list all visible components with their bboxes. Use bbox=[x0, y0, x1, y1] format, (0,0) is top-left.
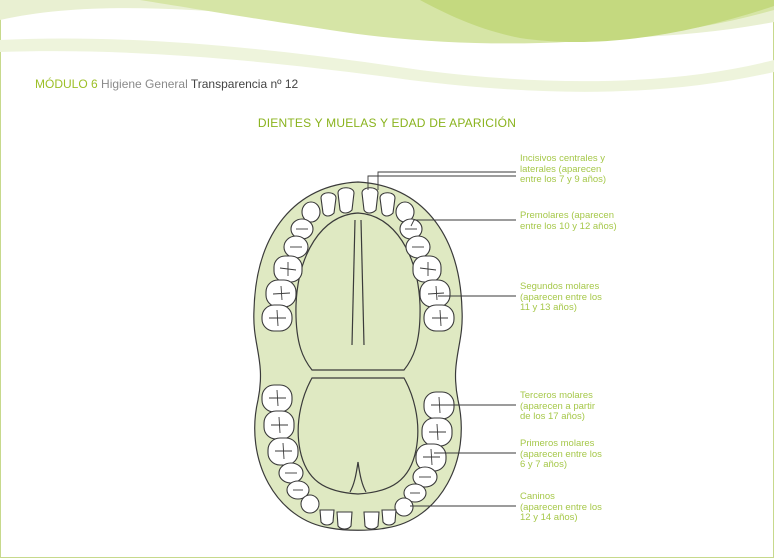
tooth-upper-incisor bbox=[362, 188, 378, 213]
tooth-lower-canine bbox=[395, 498, 413, 516]
tooth-lower-molar bbox=[268, 438, 298, 465]
label-terceros-molares: Terceros molares (aparecen a partir de l… bbox=[520, 391, 650, 423]
tooth-upper-incisor bbox=[338, 188, 354, 213]
tooth-lower-incisor bbox=[364, 512, 379, 529]
tooth-lower-molar bbox=[262, 385, 292, 412]
label-incisivos: Incisivos centrales y laterales (aparece… bbox=[520, 154, 650, 186]
tooth-lower-incisor bbox=[337, 512, 352, 529]
tooth-upper-incisor bbox=[380, 193, 395, 216]
tooth-lower-molar bbox=[416, 444, 446, 471]
tooth-lower-canine bbox=[301, 495, 319, 513]
label-segundos-molares: Segundos molares (aparecen entre los 11 … bbox=[520, 282, 650, 314]
label-premolares: Premolares (aparecen entre los 10 y 12 a… bbox=[520, 211, 650, 232]
tooth-lower-incisor bbox=[320, 510, 334, 525]
leader-incisivos bbox=[378, 172, 516, 190]
lower-palate bbox=[298, 378, 418, 494]
tooth-upper-incisor bbox=[321, 193, 336, 216]
tooth-lower-molar bbox=[424, 392, 454, 419]
label-caninos: Caninos (aparecen entre los 12 y 14 años… bbox=[520, 492, 650, 524]
tooth-lower-incisor bbox=[382, 510, 396, 525]
label-primeros-molares: Primeros molares (aparecen entre los 6 y… bbox=[520, 439, 650, 471]
